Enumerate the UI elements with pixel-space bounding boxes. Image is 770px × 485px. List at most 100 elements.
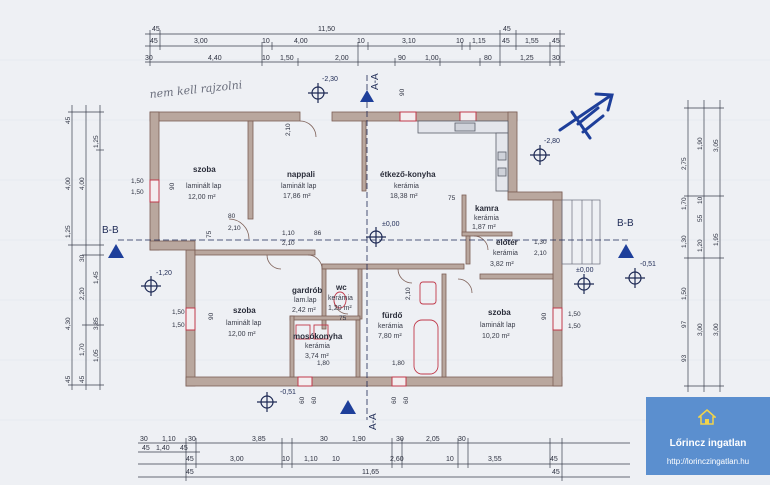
- dim-label: 1,50: [280, 55, 294, 62]
- bottom-dimension-row3: 45 3,00 10 1,10 10 2,60 10 3,55 45: [186, 456, 558, 463]
- wall-right-upper: [507, 111, 518, 193]
- dim-label: 30: [552, 55, 560, 62]
- room-area: 10,20 m²: [482, 333, 510, 340]
- opening-label: 86: [314, 230, 322, 237]
- wall-eloter-left: [465, 235, 471, 265]
- dim-label: 30: [140, 436, 148, 443]
- dim-label: 4,00: [79, 177, 86, 190]
- room-nappali: nappali laminált lap 17,86 m²: [281, 170, 317, 200]
- wall-step-right: [507, 191, 563, 201]
- dim-label: 93: [681, 354, 688, 362]
- section-label-aa-bottom: A-A: [368, 413, 379, 430]
- door-swing: [266, 254, 282, 270]
- level-labels: -2,30 -2,80 ±0,00 ±0,00 -1,20 -0,51 -0,5…: [156, 76, 656, 396]
- opening-labels: 1,50 1,50 1,50 1,50 1,50 1,50 90 90 90 9…: [131, 88, 581, 404]
- room-kamra: kamra kerámia 1,87 m²: [472, 204, 499, 231]
- brand-name: Lőrincz ingatlan: [669, 438, 747, 449]
- opening-label: 75: [448, 195, 456, 202]
- dim-label: 10: [697, 196, 704, 204]
- room-furdo: fürdő kerámia 7,80 m²: [378, 311, 403, 340]
- windows: [149, 111, 563, 387]
- dim-label: 4,30: [65, 317, 72, 330]
- dim-label: 3,10: [402, 38, 416, 45]
- opening-label: 1,50: [131, 189, 144, 196]
- bottom-dimension-row1: 30 1,10 30 3,85 30 1,90 30 2,05 30: [140, 436, 466, 443]
- dim-label: 3,00: [194, 38, 208, 45]
- opening-label: 1,50: [172, 309, 185, 316]
- dim-label: 45: [552, 38, 560, 45]
- section-label-bb-right: B-B: [617, 218, 634, 229]
- room-name: kamra: [475, 204, 499, 213]
- bathtub: [413, 319, 439, 375]
- website-link[interactable]: http://lorinczingatlan.hu: [666, 457, 750, 466]
- opening-label: 1,50: [131, 178, 144, 185]
- dim-label: 1,25: [65, 225, 72, 238]
- opening-label: 2,10: [405, 287, 412, 300]
- dim-label: 1,90: [352, 436, 366, 443]
- level-label: -1,20: [156, 270, 172, 277]
- room-floor: laminált lap: [281, 183, 317, 190]
- room-floor: kerámia: [378, 323, 403, 330]
- dim-label: 1,50: [681, 287, 688, 300]
- dim-label: 10: [357, 38, 365, 45]
- dim-label: 3,00: [713, 323, 720, 336]
- window: [391, 376, 407, 387]
- dim-label: 4,00: [294, 38, 308, 45]
- room-floor: kerámia: [493, 250, 518, 257]
- dim-label: 45: [150, 38, 158, 45]
- room-gardrob: gardrób lam.lap 2,42 m²: [292, 286, 322, 314]
- section-arrow-icon: [340, 400, 356, 414]
- wall-wc-right: [357, 268, 363, 320]
- dim-label: 3,00: [697, 323, 704, 336]
- section-arrow-icon: [618, 244, 634, 258]
- entrance-steps: [561, 199, 601, 265]
- level-marker-icon: [625, 268, 645, 288]
- wall-mid-horizontal: [194, 249, 316, 256]
- dim-label: 30: [188, 436, 196, 443]
- section-arrow-icon: [360, 90, 374, 102]
- level-label: ±0,00: [382, 221, 400, 228]
- room-wc: wc kerámia 1,20 m²: [328, 283, 353, 312]
- toilet: [333, 291, 347, 309]
- room-area: 12,00 m²: [188, 194, 216, 201]
- dim-label: 1,30: [681, 235, 688, 248]
- room-name: nappali: [287, 170, 315, 179]
- dim-label: 11,50: [318, 26, 335, 33]
- dim-label: 30: [320, 436, 328, 443]
- left-dimension-lines: [68, 105, 104, 390]
- dim-label: 30: [145, 55, 153, 62]
- level-marker-icon: [308, 83, 328, 103]
- opening-label: 1,80: [317, 360, 330, 367]
- window: [149, 179, 160, 203]
- wall-mid-horizontal-3: [479, 273, 554, 280]
- bottom-dimension-lines: [138, 438, 630, 481]
- opening-label: 90: [541, 312, 548, 320]
- room-area: 2,42 m²: [292, 307, 316, 314]
- handwritten-note: nem kell rajzolni: [149, 78, 243, 101]
- opening-label: 90: [399, 88, 406, 96]
- dim-label: 2,75: [681, 157, 688, 170]
- wall-top-left: [149, 111, 301, 122]
- left-dimension-col1: 45 4,00 1,25 4,30 45: [65, 116, 72, 383]
- window: [185, 307, 196, 331]
- level-marker-icon: [530, 145, 550, 165]
- opening-label: 1,80: [392, 360, 405, 367]
- dim-label: 10: [282, 456, 290, 463]
- dim-label: 1,70: [681, 197, 688, 210]
- dim-label: 1,70: [79, 343, 86, 356]
- room-area: 1,87 m²: [472, 224, 496, 231]
- dim-label: 97: [681, 320, 688, 328]
- room-name: wc: [335, 283, 347, 292]
- room-szoba-2: szoba laminált lap 12,00 m²: [226, 306, 262, 338]
- washer: [295, 324, 311, 340]
- wall-moso-top: [289, 315, 361, 321]
- room-name: gardrób: [292, 286, 322, 295]
- dim-label: 3,85: [93, 317, 100, 330]
- room-name: szoba: [233, 306, 256, 315]
- room-name: fürdő: [382, 311, 403, 320]
- dim-label: 55: [697, 214, 704, 222]
- dim-label: 10: [332, 456, 340, 463]
- dim-label: 1,25: [520, 55, 534, 62]
- room-name: étkező-konyha: [380, 170, 436, 179]
- dim-label: 1,05: [93, 349, 100, 362]
